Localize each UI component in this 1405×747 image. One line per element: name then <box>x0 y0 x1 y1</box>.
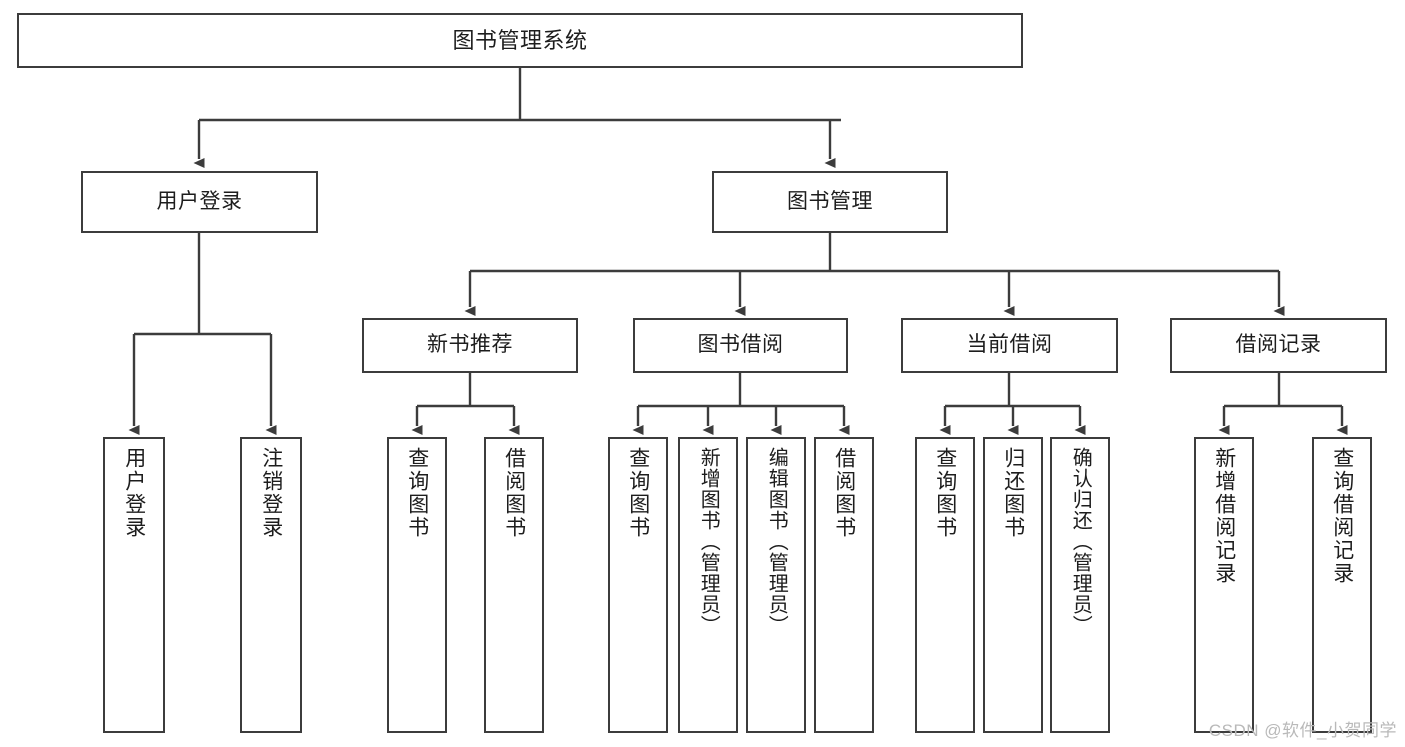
node-add-borrow-record[interactable]: 新增借阅记录 <box>1194 437 1254 733</box>
node-borrow-book-2-label: 借阅图书 <box>832 447 856 539</box>
node-query-borrow-record-label: 查询借阅记录 <box>1330 447 1354 585</box>
node-query-borrow-record[interactable]: 查询借阅记录 <box>1312 437 1372 733</box>
watermark-text: CSDN @软件_小贺同学 <box>1208 721 1397 740</box>
node-add-book-admin[interactable]: 新增图书（管理员） <box>678 437 738 733</box>
node-user-login[interactable]: 用户登录 <box>81 171 318 233</box>
node-borrow-book-1-label: 借阅图书 <box>502 447 526 539</box>
node-borrow-record-label: 借阅记录 <box>1235 333 1322 357</box>
node-query-book-3[interactable]: 查询图书 <box>915 437 975 733</box>
node-book-management-label: 图书管理 <box>787 189 873 213</box>
node-edit-book-admin[interactable]: 编辑图书（管理员） <box>746 437 806 733</box>
node-user-logout-leaf[interactable]: 注销登录 <box>240 437 302 733</box>
node-user-login-label: 用户登录 <box>156 189 243 213</box>
node-confirm-return-admin[interactable]: 确认归还（管理员） <box>1050 437 1110 733</box>
node-user-login-leaf-label: 用户登录 <box>122 447 146 539</box>
node-query-book-2[interactable]: 查询图书 <box>608 437 668 733</box>
node-current-borrow[interactable]: 当前借阅 <box>901 318 1118 373</box>
node-query-book-2-label: 查询图书 <box>626 447 650 539</box>
node-borrow-record[interactable]: 借阅记录 <box>1170 318 1387 373</box>
node-new-book-recommend-label: 新书推荐 <box>427 333 513 357</box>
node-borrow-book-2[interactable]: 借阅图书 <box>814 437 874 733</box>
node-add-book-admin-label: 新增图书（管理员） <box>697 447 720 636</box>
node-borrow-book-1[interactable]: 借阅图书 <box>484 437 544 733</box>
node-current-borrow-label: 当前借阅 <box>966 333 1053 357</box>
node-root-label: 图书管理系统 <box>452 27 588 53</box>
node-query-book-1-label: 查询图书 <box>405 447 429 539</box>
node-return-book-label: 归还图书 <box>1001 447 1025 539</box>
node-return-book[interactable]: 归还图书 <box>983 437 1043 733</box>
node-user-logout-leaf-label: 注销登录 <box>259 447 283 539</box>
node-book-borrow[interactable]: 图书借阅 <box>633 318 848 373</box>
node-query-book-1[interactable]: 查询图书 <box>387 437 447 733</box>
node-edit-book-admin-label: 编辑图书（管理员） <box>765 447 788 636</box>
node-query-book-3-label: 查询图书 <box>933 447 957 539</box>
node-user-login-leaf[interactable]: 用户登录 <box>103 437 165 733</box>
node-new-book-recommend[interactable]: 新书推荐 <box>362 318 578 373</box>
node-book-management[interactable]: 图书管理 <box>712 171 948 233</box>
node-add-borrow-record-label: 新增借阅记录 <box>1212 447 1236 585</box>
node-root[interactable]: 图书管理系统 <box>17 13 1023 68</box>
node-confirm-return-admin-label: 确认归还（管理员） <box>1069 447 1092 636</box>
node-book-borrow-label: 图书借阅 <box>697 333 784 357</box>
